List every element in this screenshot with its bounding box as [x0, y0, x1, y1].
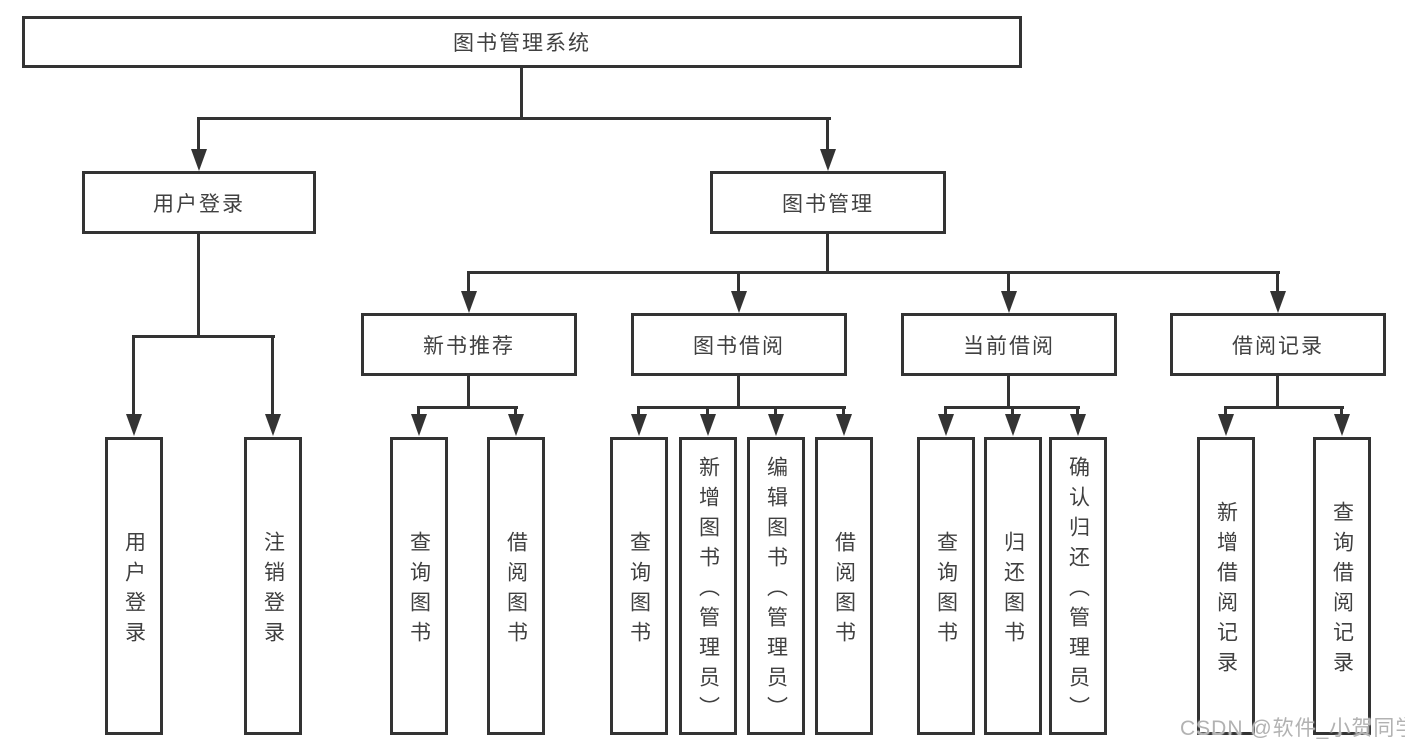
- node-label: 查询借阅记录: [1330, 500, 1354, 681]
- node-label: 新增图书（管理员）: [696, 455, 720, 726]
- arrowhead-icon: [1001, 291, 1017, 313]
- node-leaf-query-borrow-record: 查询借阅记录: [1313, 437, 1371, 735]
- node-new-book-recommend: 新书推荐: [361, 313, 577, 376]
- connector-stub: [1276, 271, 1279, 293]
- node-label: 用户登录: [122, 530, 146, 651]
- arrowhead-icon: [836, 414, 852, 436]
- connector-root-branch: [197, 117, 831, 120]
- node-label: 图书管理系统: [453, 32, 591, 55]
- csdn-watermark: CSDN @软件_小贺同学: [1180, 717, 1405, 740]
- connector-records-branch: [1224, 406, 1344, 409]
- arrowhead-icon: [1218, 414, 1234, 436]
- node-label: 借阅记录: [1232, 334, 1324, 358]
- arrowhead-icon: [938, 414, 954, 436]
- connector-book-mgmt-branch: [467, 271, 1280, 274]
- connector-borrowing-stem: [737, 376, 740, 406]
- connector-stub: [1076, 406, 1079, 418]
- node-current-borrowing: 当前借阅: [901, 313, 1117, 376]
- connector-stub: [197, 117, 200, 153]
- node-label: 借阅图书: [504, 530, 528, 651]
- node-label: 编辑图书（管理员）: [764, 455, 788, 726]
- node-book-borrowing: 图书借阅: [631, 313, 847, 376]
- arrowhead-icon: [126, 414, 142, 436]
- connector-stub: [514, 406, 517, 418]
- node-label: 查询图书: [407, 530, 431, 651]
- connector-stub: [706, 406, 709, 418]
- arrowhead-icon: [411, 414, 427, 436]
- arrowhead-icon: [461, 291, 477, 313]
- node-label: 新增借阅记录: [1214, 500, 1238, 681]
- connector-stub: [1007, 271, 1010, 293]
- arrowhead-icon: [1270, 291, 1286, 313]
- node-label: 注销登录: [261, 530, 285, 651]
- node-leaf-borrow-books-recommend: 借阅图书: [487, 437, 545, 735]
- connector-book-mgmt-stem: [826, 234, 829, 271]
- connector-stub: [826, 117, 829, 153]
- node-leaf-query-books-recommend: 查询图书: [390, 437, 448, 735]
- node-label: 新书推荐: [423, 334, 515, 358]
- node-leaf-query-books-current: 查询图书: [917, 437, 975, 735]
- arrowhead-icon: [1005, 414, 1021, 436]
- node-label: 图书管理: [782, 192, 874, 216]
- connector-stub: [467, 271, 470, 293]
- connector-stub: [271, 335, 274, 417]
- connector-stub: [637, 406, 640, 418]
- connector-stub: [737, 271, 740, 293]
- connector-borrowing-branch: [637, 406, 846, 409]
- node-label: 查询图书: [627, 530, 651, 651]
- arrowhead-icon: [1334, 414, 1350, 436]
- node-label: 归还图书: [1001, 530, 1025, 651]
- node-leaf-user-login: 用户登录: [105, 437, 163, 735]
- connector-records-stem: [1276, 376, 1279, 406]
- node-leaf-borrow-books-borrowing: 借阅图书: [815, 437, 873, 735]
- connector-stub: [1340, 406, 1343, 418]
- node-label: 查询图书: [934, 530, 958, 651]
- node-label: 借阅图书: [832, 530, 856, 651]
- node-label: 确认归还（管理员）: [1066, 455, 1090, 726]
- connector-stub: [842, 406, 845, 418]
- node-leaf-query-books-borrowing: 查询图书: [610, 437, 668, 735]
- arrowhead-icon: [191, 149, 207, 171]
- node-borrowing-records: 借阅记录: [1170, 313, 1386, 376]
- arrowhead-icon: [700, 414, 716, 436]
- node-leaf-add-books-admin: 新增图书（管理员）: [679, 437, 737, 735]
- node-label: 当前借阅: [963, 334, 1055, 358]
- connector-stub: [417, 406, 420, 418]
- connector-stub: [1224, 406, 1227, 418]
- node-label: 图书借阅: [693, 334, 785, 358]
- node-leaf-edit-books-admin: 编辑图书（管理员）: [747, 437, 805, 735]
- node-leaf-return-books: 归还图书: [984, 437, 1042, 735]
- connector-stub: [944, 406, 947, 418]
- connector-stub: [132, 335, 135, 417]
- connector-recommend-stem: [467, 376, 470, 406]
- arrowhead-icon: [631, 414, 647, 436]
- arrowhead-icon: [820, 149, 836, 171]
- connector-user-login-stem: [197, 234, 200, 337]
- node-library-management-system: 图书管理系统: [22, 16, 1022, 68]
- connector-stub: [774, 406, 777, 418]
- node-leaf-add-borrow-record: 新增借阅记录: [1197, 437, 1255, 735]
- arrowhead-icon: [508, 414, 524, 436]
- node-label: 用户登录: [153, 192, 245, 216]
- node-user-login: 用户登录: [82, 171, 316, 234]
- arrowhead-icon: [768, 414, 784, 436]
- node-book-management: 图书管理: [710, 171, 946, 234]
- arrowhead-icon: [731, 291, 747, 313]
- arrowhead-icon: [265, 414, 281, 436]
- arrowhead-icon: [1070, 414, 1086, 436]
- connector-stub: [1011, 406, 1014, 418]
- connector-recommend-branch: [417, 406, 518, 409]
- connector-current-stem: [1007, 376, 1010, 406]
- node-leaf-confirm-return-admin: 确认归还（管理员）: [1049, 437, 1107, 735]
- connector-user-login-branch: [132, 335, 275, 338]
- node-leaf-logout: 注销登录: [244, 437, 302, 735]
- connector-root-stem: [520, 68, 523, 117]
